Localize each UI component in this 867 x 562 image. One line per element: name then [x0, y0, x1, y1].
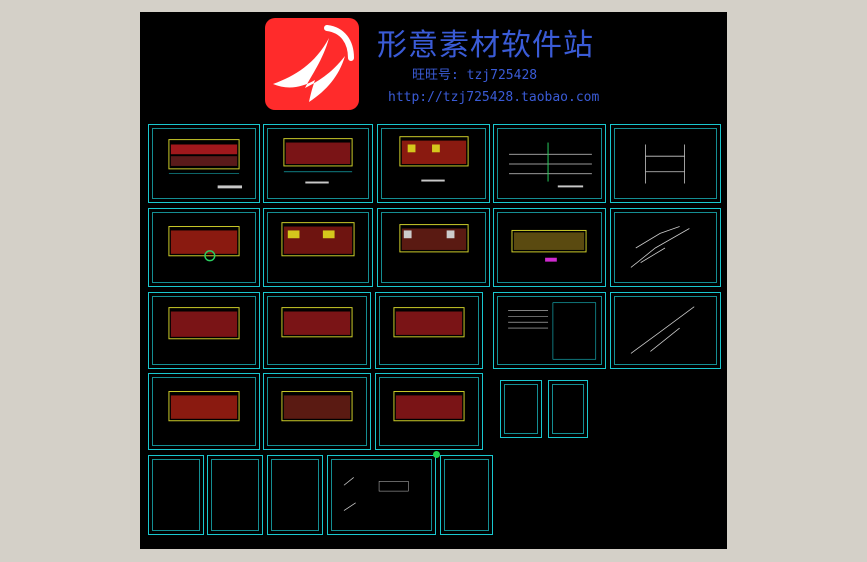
drawing-sheet-floor-plan[interactable]: [148, 208, 260, 287]
brand-logo-swoosh-icon: [273, 25, 354, 102]
drawing-sheet-floor-plan[interactable]: [148, 373, 260, 450]
drawing-sheet-floor-plan[interactable]: [263, 292, 371, 369]
drawing-sheet-floor-plan[interactable]: [375, 373, 483, 450]
cursor-marker: [433, 451, 440, 458]
drawing-sheet-table[interactable]: [500, 380, 542, 438]
drawing-sheet-schedule[interactable]: [148, 455, 204, 535]
drawing-sheet-floor-plan[interactable]: [377, 124, 490, 203]
drawing-sheet-schedule[interactable]: [267, 455, 323, 535]
drawing-sheet-notes[interactable]: [440, 455, 493, 535]
drawing-sheet-isometric[interactable]: [610, 208, 721, 287]
drawing-sheet-floor-plan[interactable]: [375, 292, 483, 369]
drawing-sheet-floor-plan[interactable]: [263, 124, 373, 203]
drawing-sheet-riser-diagram[interactable]: [610, 124, 721, 203]
drawing-sheet-schedule[interactable]: [207, 455, 263, 535]
drawing-sheet-isometric[interactable]: [610, 292, 721, 369]
drawing-sheet-design-notes[interactable]: [493, 292, 606, 369]
drawing-sheet-floor-plan[interactable]: [263, 208, 373, 287]
brand-title: 形意素材软件站: [377, 28, 594, 63]
drawing-sheet-details[interactable]: [327, 455, 436, 535]
drawing-sheet-elevation[interactable]: [493, 208, 606, 287]
drawing-sheet-floor-plan[interactable]: [377, 208, 490, 287]
drawing-sheet-table[interactable]: [548, 380, 588, 438]
shop-url-text: http://tzj725428.taobao.com: [388, 90, 600, 105]
brand-logo: [265, 18, 359, 110]
wangwang-id-text: 旺旺号: tzj725428: [412, 68, 538, 83]
drawing-sheet-floor-plan[interactable]: [263, 373, 371, 450]
drawing-sheet-floor-plan[interactable]: [148, 292, 260, 369]
cad-drawing-canvas[interactable]: 形意素材软件站 旺旺号: tzj725428 http://tzj725428.…: [140, 12, 727, 549]
drawing-sheet-pipe-schematic[interactable]: [493, 124, 606, 203]
drawing-sheet-floor-plan[interactable]: [148, 124, 260, 203]
